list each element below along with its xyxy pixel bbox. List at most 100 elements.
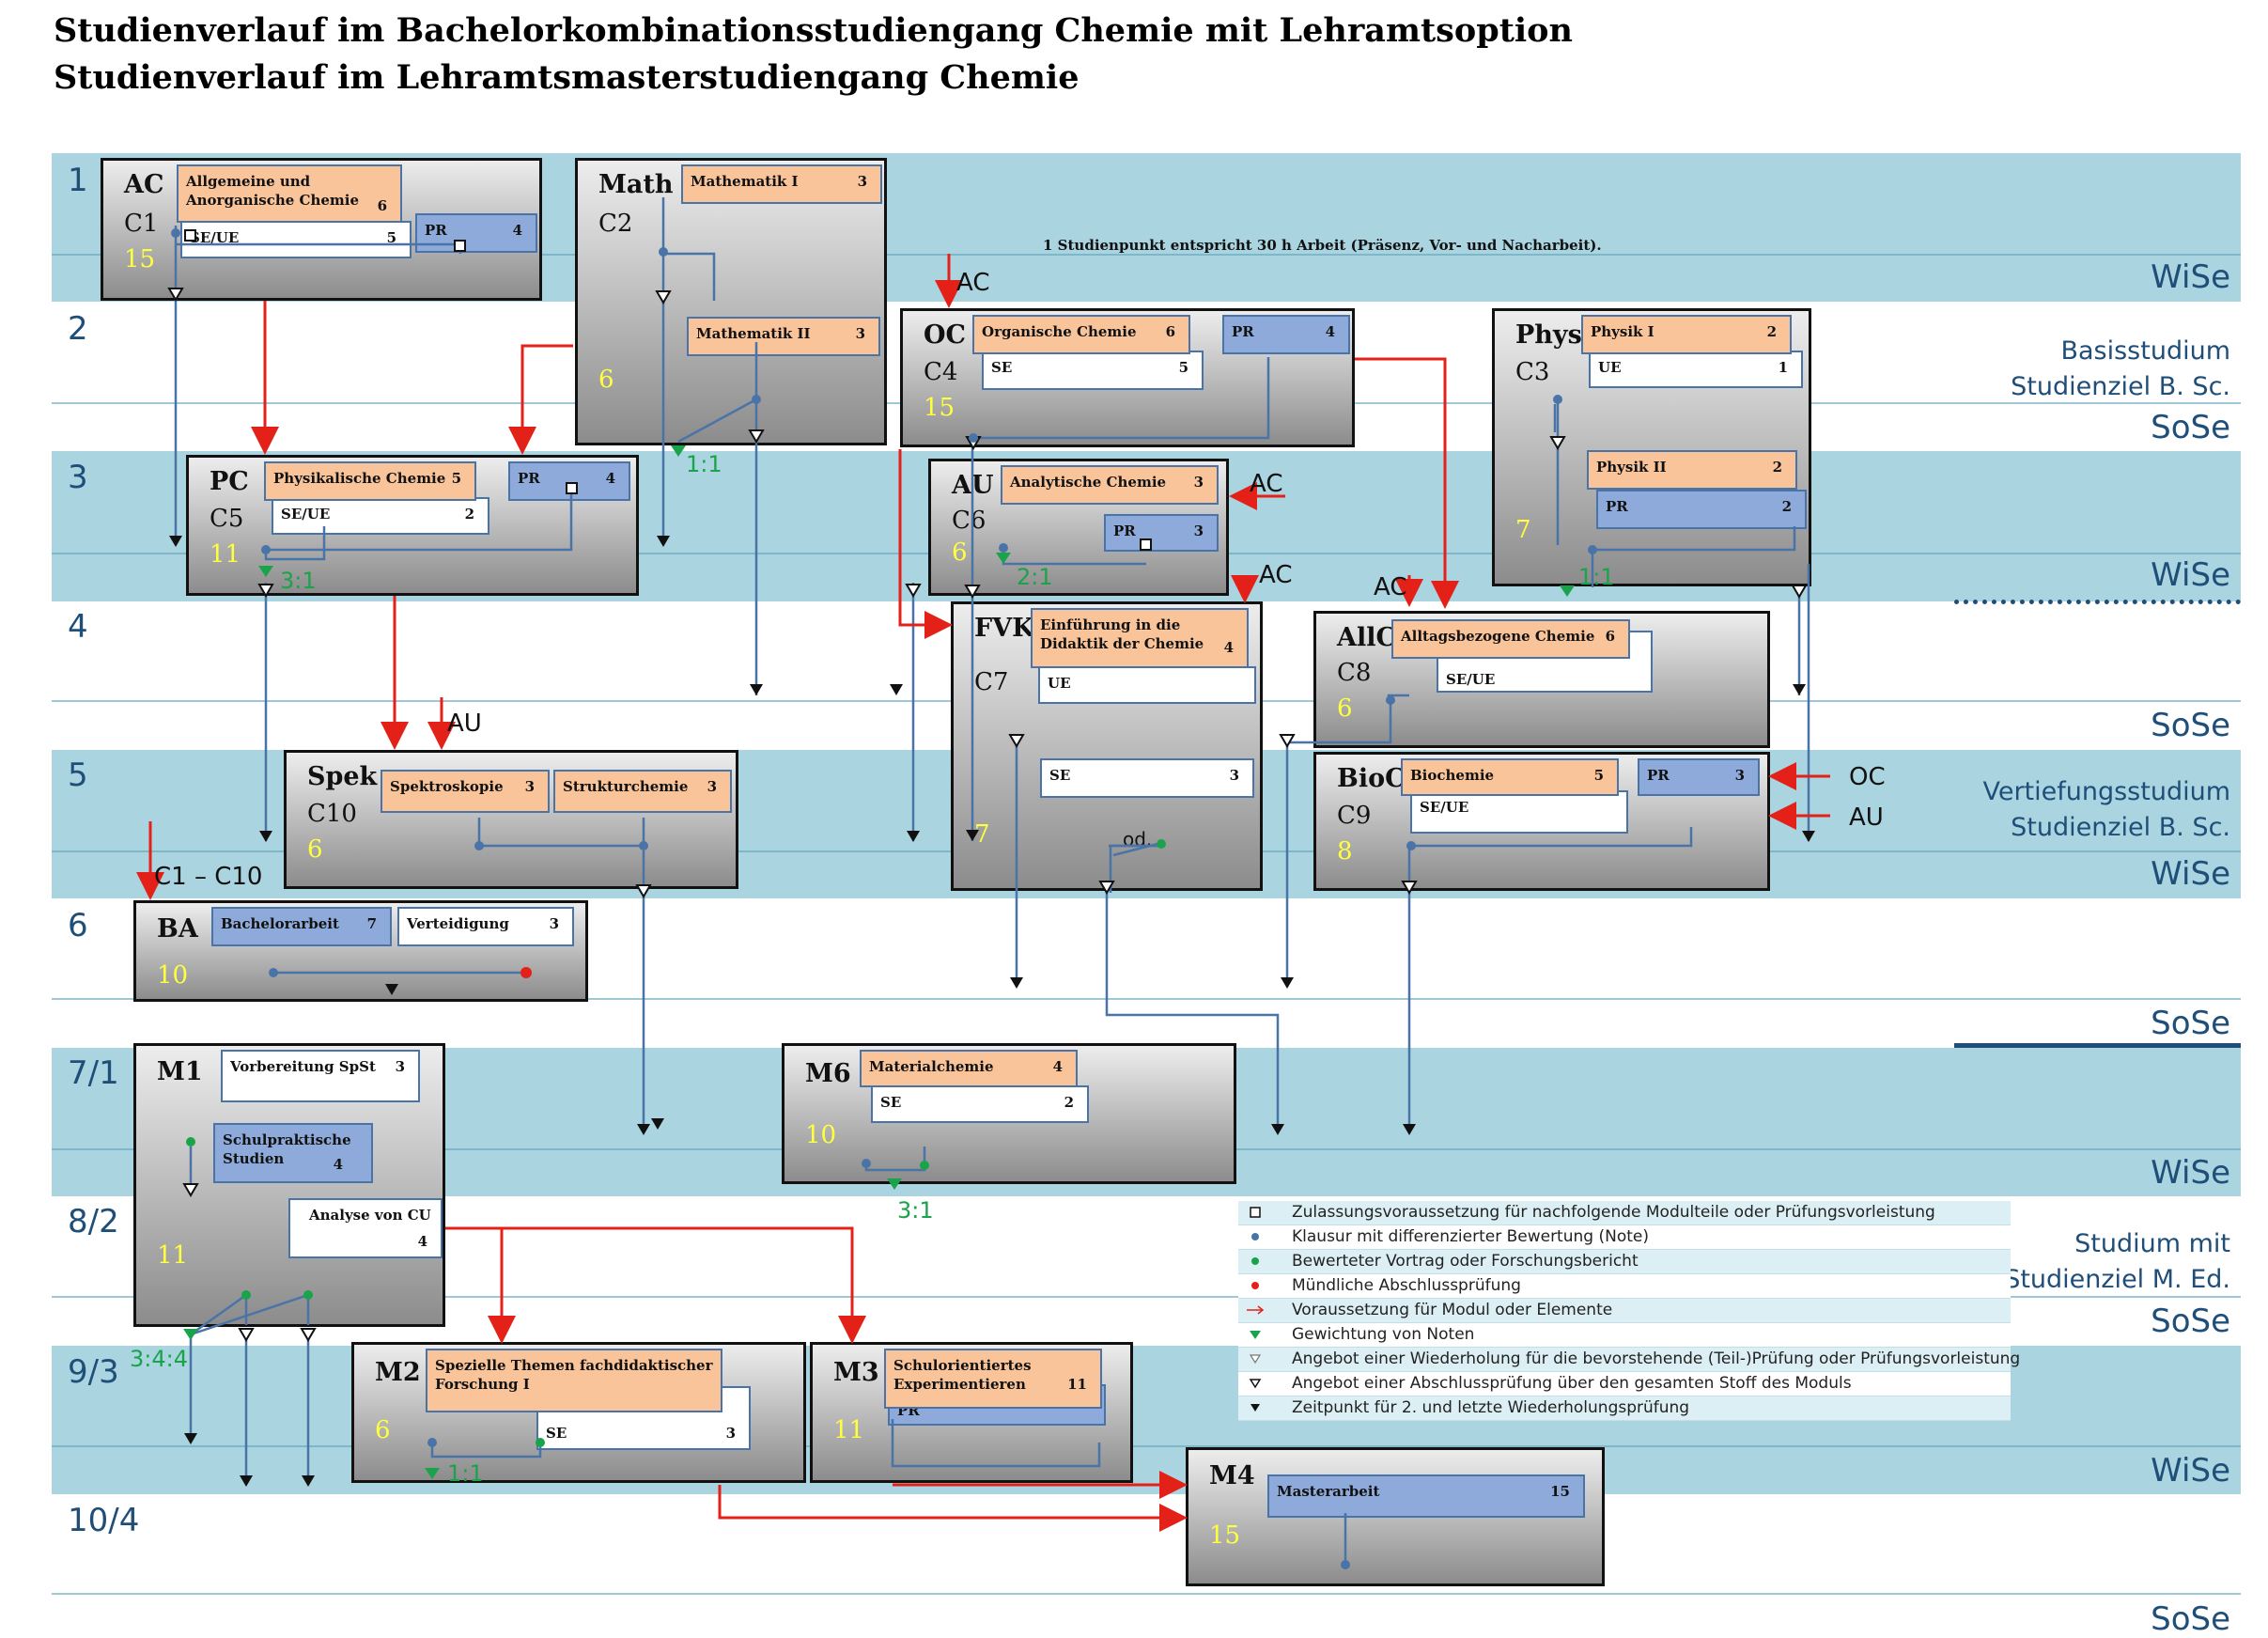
box-cp: 3	[1734, 767, 1745, 784]
blue-connectors	[174, 197, 1810, 1565]
box-label: Materialchemie	[869, 1058, 994, 1075]
final-repeat-triangle-icon	[169, 536, 182, 547]
term-label: WiSe	[2151, 1154, 2230, 1192]
exam-dots	[171, 228, 1597, 1569]
box-label: Mathematik I	[691, 173, 799, 190]
box-label: Vorbereitung SpSt	[230, 1058, 376, 1075]
module-cp: 6	[952, 538, 968, 567]
module-abbr: AllC	[1337, 623, 1396, 652]
note-line: Basisstudium	[2060, 336, 2230, 366]
box-label: Biochemie	[1410, 767, 1495, 784]
box-cp: 3	[1193, 523, 1204, 539]
legend-text: Mündliche Abschlussprüfung	[1292, 1276, 1521, 1295]
repeat-triangle-icon	[1401, 881, 1418, 895]
box-label: PR	[1113, 523, 1136, 539]
box-label: Schulorientiertes Experimentieren	[893, 1357, 1032, 1393]
box-label: UE	[1048, 675, 1071, 692]
written-exam-dot-icon	[1406, 841, 1416, 850]
prereq-tag: AU	[1849, 803, 1884, 832]
box-label: PR	[425, 222, 447, 239]
box-label: Schulpraktische Studien	[223, 1131, 351, 1167]
red-dot-icon	[1251, 1282, 1259, 1289]
repeat-triangle-icon	[748, 429, 765, 444]
semester-number: 2	[68, 310, 88, 348]
module-m3: M3 11 PR Schulorientiertes Experimentier…	[810, 1342, 1133, 1483]
term-label: WiSe	[2151, 855, 2230, 893]
module-cp: 8	[1337, 837, 1353, 866]
repeat-triangle-icon	[635, 884, 652, 898]
box-pr: PR 4	[1222, 315, 1350, 354]
module-cp: 15	[924, 394, 955, 422]
box-cp: 5	[1593, 767, 1604, 784]
box-label: PR	[1232, 323, 1254, 340]
admission-square-icon	[184, 229, 196, 242]
legend-row: Angebot einer Wiederholung für die bevor…	[1238, 1348, 2020, 1372]
module-code: C4	[924, 358, 958, 386]
prereq-tag: C1 – C10	[154, 863, 263, 891]
weighting-triangle-icon	[183, 1329, 198, 1340]
box-cp: 7	[366, 915, 377, 932]
box-cp: 6	[1605, 628, 1615, 645]
box-label: UE	[1598, 359, 1622, 376]
band-bottom-line	[52, 998, 2241, 1000]
title-master: Studienverlauf im Lehramtsmasterstudieng…	[54, 58, 1080, 97]
repeat-triangle-icon	[655, 290, 672, 304]
box-cp: 4	[1325, 323, 1335, 340]
note-line: Studienziel B. Sc.	[2011, 372, 2230, 401]
legend-text: Angebot einer Wiederholung für die bevor…	[1292, 1349, 2021, 1368]
module-abbr: BioC	[1337, 764, 1406, 793]
term-label: SoSe	[2151, 707, 2230, 744]
box-cp: 3	[857, 173, 867, 190]
box-label: SE/UE	[281, 506, 331, 523]
legend-text: Zulassungsvoraussetzung für nachfolgende…	[1292, 1203, 1935, 1222]
box-ue: UE	[1038, 666, 1256, 704]
module-cp: 11	[210, 540, 241, 569]
repeat-triangle-icon	[300, 1328, 317, 1342]
box-cp: 3	[549, 915, 559, 932]
written-exam-dot-icon	[269, 968, 278, 977]
final-repeat-triangle-icon	[184, 1433, 197, 1444]
module-code: C1	[124, 210, 159, 238]
note-line: Vertiefungsstudium	[1982, 777, 2230, 806]
band-bottom-line	[52, 1296, 2241, 1298]
module-abbr: Math	[598, 170, 674, 199]
term-label: SoSe	[2151, 409, 2230, 446]
box-label: Physik II	[1596, 459, 1667, 476]
repeat-triangle-icon	[905, 584, 922, 598]
legend: Zulassungsvoraussetzung für nachfolgende…	[1238, 1201, 2020, 1421]
final-repeat-triangle-icon	[385, 984, 398, 995]
box-cp: 4	[1223, 639, 1234, 656]
semester-number: 5	[68, 757, 88, 794]
module-fvk: FVK C7 7 UE Einführung in die Didaktik d…	[951, 601, 1263, 891]
legend-text: Gewichtung von Noten	[1292, 1325, 1475, 1344]
box-cp: 4	[333, 1156, 343, 1173]
module-cp: 6	[375, 1416, 391, 1444]
box-label: SE	[1049, 767, 1071, 784]
prerequisite-arrows	[136, 254, 1830, 1532]
module-abbr: BA	[157, 914, 198, 944]
box-cp: 5	[451, 470, 461, 487]
module-abbr: M2	[375, 1358, 421, 1387]
box-cp: 15	[1550, 1483, 1570, 1500]
module-abbr: M3	[833, 1358, 879, 1387]
box-label: PR	[1606, 498, 1628, 515]
prereq-tag: AC	[1259, 561, 1293, 589]
written-exam-dot-icon	[427, 1438, 437, 1447]
weighting-triangle-icon	[887, 1178, 902, 1190]
module-cp: 10	[805, 1121, 837, 1149]
final-repeat-triangle-icon	[657, 536, 670, 547]
final-repeat-triangle-icon	[1281, 977, 1294, 989]
legend-text: Voraussetzung für Modul oder Elemente	[1292, 1301, 1613, 1319]
note-line: Studienziel M. Ed.	[2004, 1265, 2230, 1294]
